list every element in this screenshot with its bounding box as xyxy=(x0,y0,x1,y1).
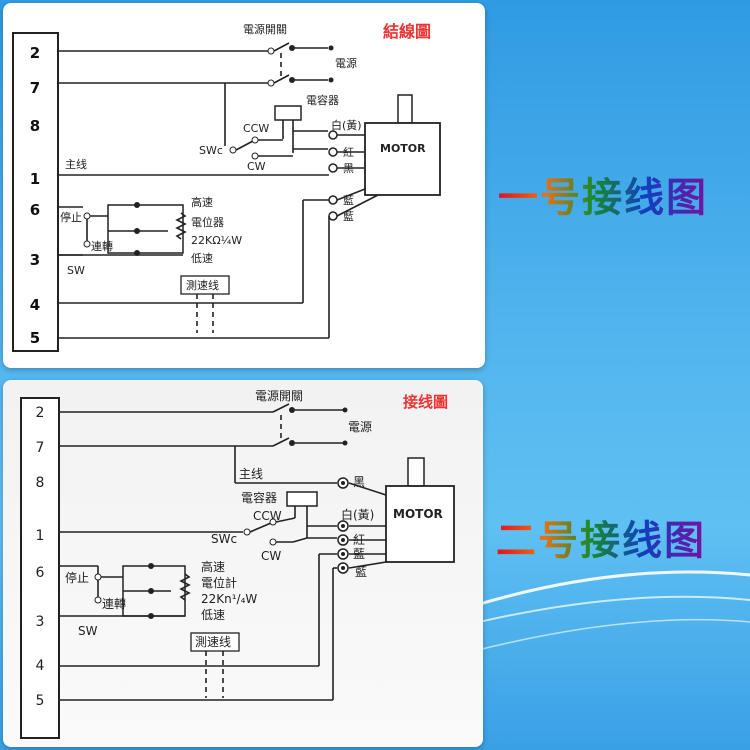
wiring-diagram-1: 2 7 8 1 6 3 4 5 結線圖 電源開關 電源 SWc CCW CW 電… xyxy=(3,3,485,368)
potentiometer-label: 電位器 xyxy=(191,215,224,229)
rating-label: 22KΩ¼W xyxy=(191,234,242,247)
caption-first: 一号接线图 xyxy=(498,165,708,223)
cw-label: CW xyxy=(261,549,281,563)
power-switch-label: 電源開關 xyxy=(255,389,303,403)
terminal-8: 8 xyxy=(36,475,45,491)
run-label: 連轉 xyxy=(91,239,113,253)
terminal-1: 1 xyxy=(36,528,45,544)
terminal-3: 3 xyxy=(30,251,40,269)
stop-label: 停止 xyxy=(60,210,82,224)
motor-label: MOTOR xyxy=(380,142,426,155)
high-speed-label: 高速 xyxy=(191,195,213,209)
terminal-2: 2 xyxy=(30,44,40,62)
wire-white-yellow: 白(黃) xyxy=(331,118,362,132)
terminal-4: 4 xyxy=(36,658,45,674)
stop-label: 停止 xyxy=(65,570,89,585)
wire-blue-2: 藍 xyxy=(343,210,354,223)
power-label: 電源 xyxy=(348,420,372,434)
diagram-title: 結線圖 xyxy=(383,22,431,41)
motor xyxy=(364,122,441,196)
tacho-label: 測速线 xyxy=(195,635,231,649)
rating-label: 22Kn¹/₄W xyxy=(201,592,257,606)
diagram-title: 接线圖 xyxy=(403,393,448,411)
potentiometer-label: 電位計 xyxy=(201,575,237,590)
terminal-block xyxy=(20,397,60,739)
wire-blue-2: 藍 xyxy=(355,565,367,579)
terminal-2: 2 xyxy=(36,405,45,421)
tacho-label: 測速线 xyxy=(186,278,219,292)
terminal-6: 6 xyxy=(30,201,40,219)
capacitor xyxy=(286,491,318,507)
terminal-3: 3 xyxy=(36,614,45,630)
motor-shaft xyxy=(407,457,425,487)
motor-label: MOTOR xyxy=(393,507,443,521)
swc-label: SWc xyxy=(199,144,223,157)
main-line-label: 主线 xyxy=(65,157,87,171)
main-line-label: 主线 xyxy=(239,467,263,481)
terminal-block xyxy=(12,32,59,352)
terminal-7: 7 xyxy=(36,440,45,456)
high-speed-label: 高速 xyxy=(201,559,225,574)
low-speed-label: 低速 xyxy=(191,252,213,265)
terminal-6: 6 xyxy=(36,565,45,581)
terminal-5: 5 xyxy=(30,329,40,347)
run-label: 連轉 xyxy=(102,597,126,611)
sw-label: SW xyxy=(67,264,85,277)
low-speed-label: 低速 xyxy=(201,608,225,622)
wire-blue-1: 藍 xyxy=(343,194,354,207)
tacho-box xyxy=(190,632,240,652)
power-label: 電源 xyxy=(335,56,357,70)
capacitor-label: 電容器 xyxy=(241,490,277,505)
terminal-4: 4 xyxy=(30,296,40,314)
capacitor-label: 電容器 xyxy=(306,93,339,107)
caption-second: 二号接线图 xyxy=(496,508,706,566)
wiring-diagram-1-svg: 2 7 8 1 6 3 4 5 結線圖 電源開關 電源 SWc CCW CW 電… xyxy=(12,22,441,352)
terminal-8: 8 xyxy=(30,117,40,135)
sw-label: SW xyxy=(78,624,98,638)
cw-label: CW xyxy=(247,160,266,173)
terminal-1: 1 xyxy=(30,170,40,188)
wiring-diagram-2: 2 7 8 1 6 3 4 5 接线圖 電源開關 電源 主线 黑 電容器 CCW… xyxy=(3,380,483,747)
swc-label: SWc xyxy=(211,532,237,546)
ccw-label: CCW xyxy=(243,122,269,135)
potentiometer-icon xyxy=(179,573,191,601)
capacitor xyxy=(274,105,302,121)
terminal-7: 7 xyxy=(30,79,40,97)
motor-shaft xyxy=(397,94,413,124)
power-switch-label: 電源開關 xyxy=(243,22,287,36)
terminal-5: 5 xyxy=(36,693,45,709)
wire-white-yellow: 白(黃) xyxy=(341,507,374,522)
potentiometer-icon xyxy=(175,212,187,240)
wiring-diagram-2-svg: 2 7 8 1 6 3 4 5 接线圖 電源開關 電源 主线 黑 電容器 CCW… xyxy=(20,389,455,739)
tacho-box xyxy=(180,275,230,295)
motor xyxy=(385,485,455,563)
